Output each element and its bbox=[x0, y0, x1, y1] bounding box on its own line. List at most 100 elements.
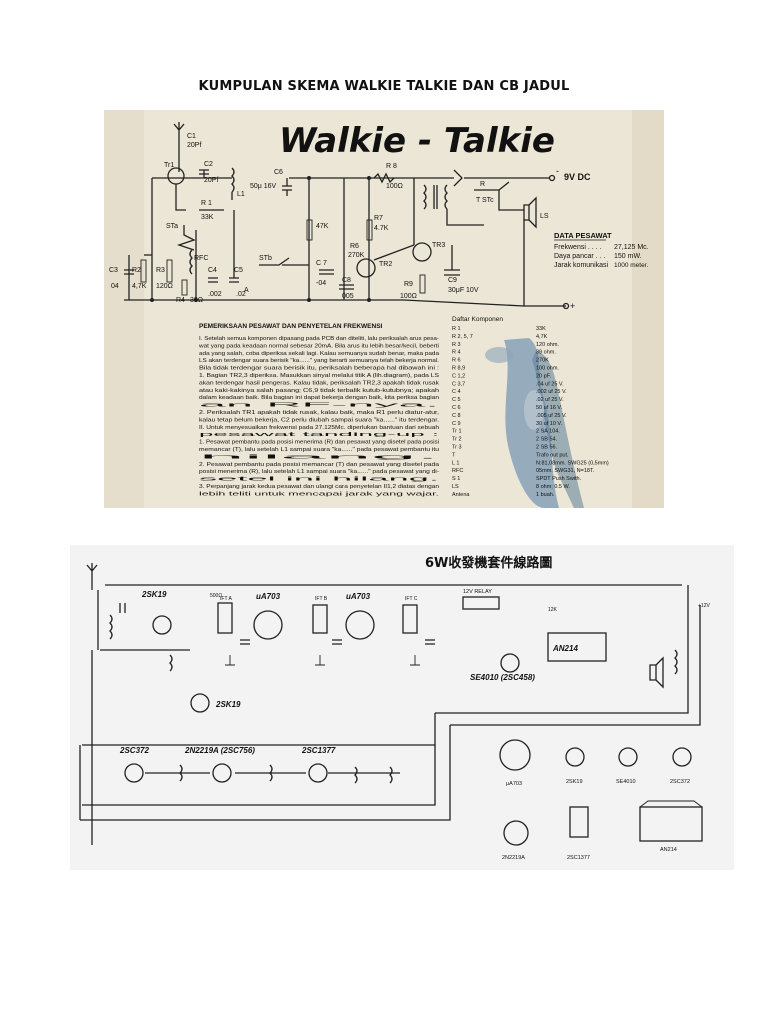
part-value: SPDT Push Swith. bbox=[536, 476, 582, 482]
article-line: akan terdengar hasil pengeras. Kalau tid… bbox=[199, 380, 440, 386]
svg-text:.002: .002 bbox=[208, 291, 222, 298]
article-line: 2. Periksalah TR1 apakah tidak rusak, ka… bbox=[199, 410, 439, 416]
article-line: memancar (T), lalu setelah L1 sampai sua… bbox=[199, 447, 439, 453]
svg-text:C2: C2 bbox=[204, 161, 213, 168]
svg-text:Tr1: Tr1 bbox=[164, 162, 174, 169]
article-text: PEMERIKSAAN PESAWAT DAN PENYETELAN FREKW… bbox=[199, 323, 440, 497]
part-value: .02 uf 25 V. bbox=[536, 397, 564, 403]
svg-text:2SC1377: 2SC1377 bbox=[301, 746, 336, 755]
part-key: C 8 bbox=[452, 413, 461, 419]
svg-text:R7: R7 bbox=[374, 215, 383, 222]
svg-text:2SK19: 2SK19 bbox=[215, 700, 241, 709]
svg-text:AN214: AN214 bbox=[552, 644, 578, 653]
article-line: I. Setelah semua komponen dipasang pada … bbox=[199, 336, 439, 342]
svg-text:005: 005 bbox=[342, 293, 354, 300]
svg-text:R9: R9 bbox=[404, 281, 413, 288]
part-value: Trafo out put. bbox=[536, 452, 569, 458]
part-key: R 1 bbox=[452, 326, 461, 332]
svg-text:2N2219A (2SC756): 2N2219A (2SC756) bbox=[184, 746, 255, 755]
svg-text:C6: C6 bbox=[274, 169, 283, 176]
part-key: C 9 bbox=[452, 421, 461, 427]
svg-text:C4: C4 bbox=[208, 267, 217, 274]
svg-text:27,125 Mc.: 27,125 Mc. bbox=[614, 244, 649, 251]
svg-text:R3: R3 bbox=[156, 267, 165, 274]
svg-text:IFT C: IFT C bbox=[405, 596, 418, 602]
part-key: Tr 1 bbox=[452, 429, 462, 435]
article-line: pesawat tanding-up : bbox=[199, 432, 439, 438]
svg-text:C9: C9 bbox=[448, 277, 457, 284]
part-value: 33K bbox=[536, 326, 546, 332]
page-title: KUMPULAN SKEMA WALKIE TALKIE DAN CB JADU… bbox=[198, 79, 570, 94]
svg-text:4,7K: 4,7K bbox=[132, 283, 147, 290]
part-value: .04 uf 25 V. bbox=[536, 381, 564, 387]
data-pesawat: DATA PESAWAT Frekwensi . . . . 27,125 Mc… bbox=[554, 231, 649, 269]
part-key: C 1,2 bbox=[452, 373, 465, 379]
part-value: 8 ohm; 0.5 W. bbox=[536, 484, 570, 490]
svg-text:50μ 16V: 50μ 16V bbox=[250, 183, 277, 190]
svg-text:2SC372: 2SC372 bbox=[670, 779, 690, 785]
part-value: 4,7K bbox=[536, 334, 548, 340]
svg-text:100Ω: 100Ω bbox=[386, 183, 403, 190]
svg-text:C5: C5 bbox=[234, 267, 243, 274]
article-line: ada yang salah, coba diperiksa sekali la… bbox=[199, 351, 439, 357]
part-value: .005 uf 25 V. bbox=[536, 413, 567, 419]
article-line: 3. Perpanjang jarak kedua pesawat dan ul… bbox=[199, 484, 439, 490]
article-line: 1. Pesawat pembantu pada posisi menerima… bbox=[199, 440, 439, 446]
svg-text:R: R bbox=[480, 181, 485, 188]
supply-label: 9V DC bbox=[564, 172, 591, 182]
svg-text:C3: C3 bbox=[109, 267, 118, 274]
part-value: 1 buah. bbox=[536, 492, 555, 498]
part-value: 270K bbox=[536, 358, 549, 364]
part-key: S 1 bbox=[452, 476, 460, 482]
svg-text:2SK19: 2SK19 bbox=[141, 590, 167, 599]
svg-text:2SC372: 2SC372 bbox=[119, 746, 149, 755]
svg-text:C 7: C 7 bbox=[316, 260, 327, 267]
svg-text:20Pf: 20Pf bbox=[204, 177, 218, 184]
svg-text:2SK19: 2SK19 bbox=[566, 779, 583, 785]
svg-text:R6: R6 bbox=[350, 243, 359, 250]
svg-text:T: T bbox=[476, 197, 481, 204]
cb-transceiver-schematic: 6W收發機套件線路圖 bbox=[70, 545, 734, 870]
svg-text:1000 meter.: 1000 meter. bbox=[614, 262, 649, 269]
svg-text:TR3: TR3 bbox=[432, 242, 445, 249]
part-key: C 6 bbox=[452, 405, 461, 411]
svg-text:04: 04 bbox=[111, 283, 119, 290]
svg-text:120Ω: 120Ω bbox=[156, 283, 173, 290]
article-line: 1. Bagian TR2,3 diperiksa. Masukkan siny… bbox=[199, 373, 440, 379]
svg-text:.02: .02 bbox=[236, 291, 246, 298]
part-value: 2 SA 104. bbox=[536, 429, 560, 435]
part-value: .002 uf 25 V. bbox=[536, 389, 567, 395]
svg-text:C8: C8 bbox=[342, 277, 351, 284]
svg-text:uA703: uA703 bbox=[256, 592, 281, 601]
svg-text:AN214: AN214 bbox=[660, 847, 677, 853]
svg-text:IFT B: IFT B bbox=[315, 596, 328, 602]
part-value: 100 ohm. bbox=[536, 366, 559, 372]
svg-text:-04: -04 bbox=[316, 280, 326, 287]
svg-text:Jarak komunikasi: Jarak komunikasi bbox=[554, 262, 609, 269]
article-line: hilang. bbox=[199, 454, 439, 460]
article-line: atau kaki-kakinya salah pasang; C6,9 tid… bbox=[199, 388, 439, 394]
svg-text:R4: R4 bbox=[176, 297, 185, 304]
part-key: C 3,7 bbox=[452, 381, 465, 387]
svg-text:39Ω: 39Ω bbox=[190, 297, 203, 304]
svg-text:uA703: uA703 bbox=[346, 592, 371, 601]
svg-text:PEMERIKSAAN PESAWAT DAN PENYET: PEMERIKSAAN PESAWAT DAN PENYETELAN FREKW… bbox=[199, 323, 383, 330]
svg-text:C1: C1 bbox=[187, 133, 196, 140]
walkie-talkie-scan: Walkie - Talkie bbox=[104, 110, 664, 508]
svg-text:SE4010 (2SC458): SE4010 (2SC458) bbox=[470, 673, 535, 682]
svg-text:100Ω: 100Ω bbox=[400, 293, 417, 300]
svg-text:Daftar Komponen: Daftar Komponen bbox=[452, 316, 503, 323]
part-key: C 5 bbox=[452, 397, 461, 403]
svg-text:12K: 12K bbox=[548, 607, 558, 613]
part-value: 39 ohm. bbox=[536, 350, 556, 356]
svg-text:+: + bbox=[570, 301, 575, 311]
part-value: 05mm. SWG31, N=18T. bbox=[536, 468, 595, 474]
part-value: 2 SB 54. bbox=[536, 437, 558, 443]
svg-text:STa: STa bbox=[166, 223, 178, 230]
schematic-wiring bbox=[124, 122, 570, 310]
article-line: 2. Pesawat pembantu pada posisi memancar… bbox=[199, 462, 439, 468]
part-key: T bbox=[452, 452, 456, 458]
article-line: kalau tetap belum bekerja, C2 perlu diub… bbox=[199, 417, 439, 423]
article-line: lebih teliti untuk mencapai jarak yang w… bbox=[199, 491, 439, 497]
